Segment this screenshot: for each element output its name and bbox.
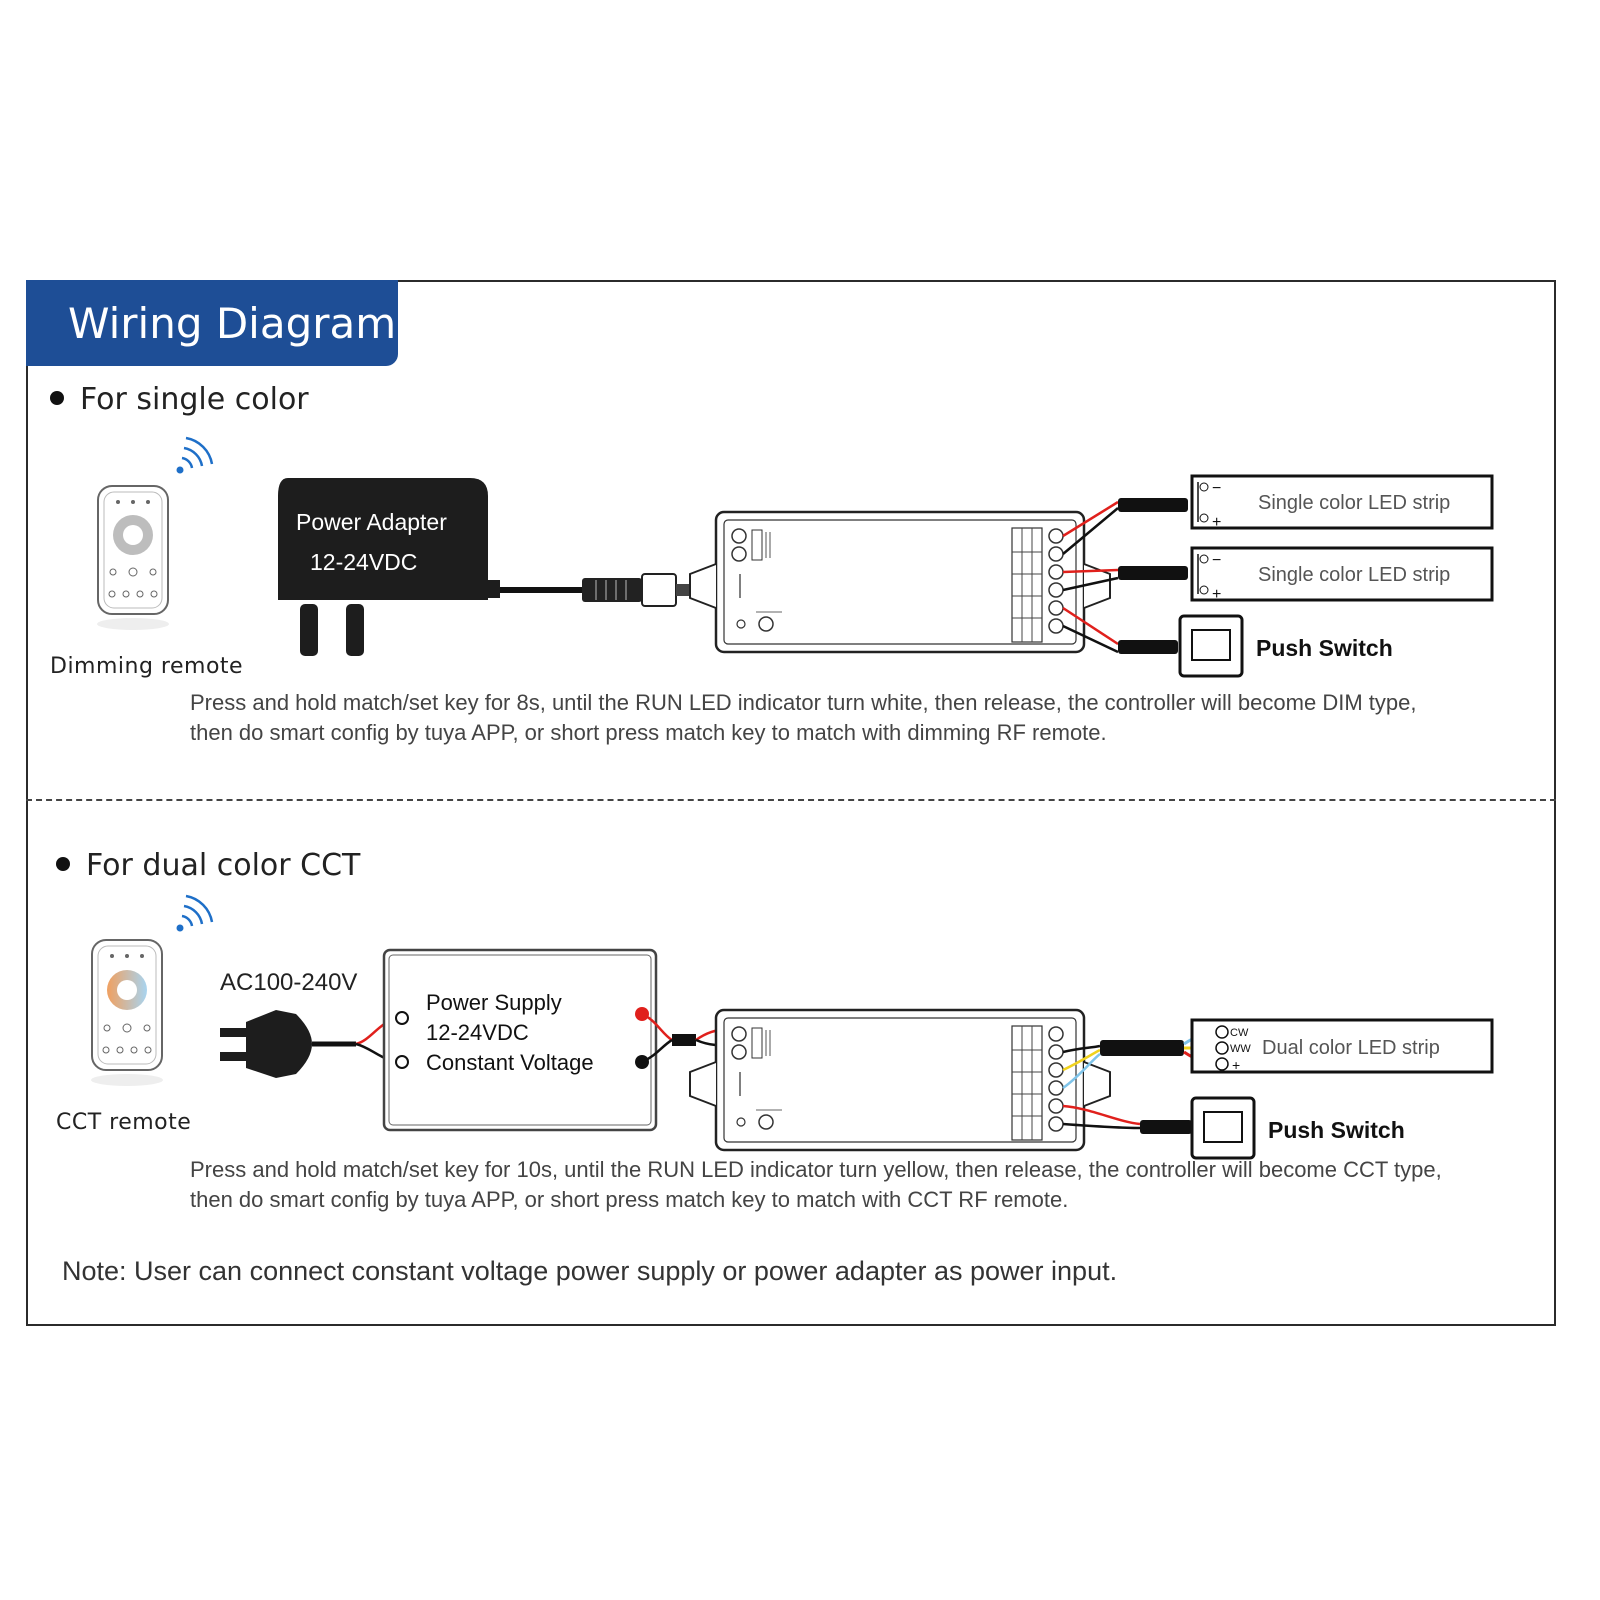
adapter-label-1: Power Adapter xyxy=(296,509,447,535)
svg-text:+: + xyxy=(1212,586,1221,603)
adapter-label-2: 12-24VDC xyxy=(310,549,417,575)
cct-desc-line-1: Press and hold match/set key for 10s, un… xyxy=(190,1157,1442,1182)
dimming-remote-label: Dimming remote xyxy=(50,654,244,679)
dc-cable xyxy=(500,573,694,607)
wifi-signal-icon xyxy=(175,894,214,933)
single-heading-text: For single color xyxy=(80,382,309,417)
psu-label-1: Power Supply xyxy=(426,990,562,1015)
power-adapter: Power Adapter 12-24VDC xyxy=(278,478,500,656)
svg-text:+: + xyxy=(1212,514,1221,531)
psu-label-3: Constant Voltage xyxy=(426,1050,594,1075)
remote-control-icon xyxy=(97,485,169,630)
single-desc-line-1: Press and hold match/set key for 8s, unt… xyxy=(190,690,1417,715)
single-wires xyxy=(1062,498,1188,654)
cct-heading-text: For dual color CCT xyxy=(86,848,361,883)
section-divider xyxy=(26,799,1556,801)
cct-desc-line-2: then do smart config by tuya APP, or sho… xyxy=(190,1187,1069,1212)
svg-text:−: − xyxy=(1212,480,1221,497)
title-text: Wiring Diagram xyxy=(68,298,397,348)
cct-description: Press and hold match/set key for 10s, un… xyxy=(190,1155,1442,1215)
svg-text:−: − xyxy=(1212,552,1221,569)
strip-label-1: Single color LED strip xyxy=(1258,492,1450,514)
push-switch-icon: Push Switch xyxy=(1190,1096,1405,1160)
remote-control-icon xyxy=(91,939,163,1086)
led-strip-icon: − + Single color LED strip xyxy=(1190,474,1494,531)
switch-label-2: Push Switch xyxy=(1268,1117,1405,1143)
strip-label-2: Single color LED strip xyxy=(1258,564,1450,586)
strip-label-cct: Dual color LED strip xyxy=(1262,1037,1440,1059)
strip-ww-label: WW xyxy=(1230,1043,1251,1055)
cct-remote-label: CCT remote xyxy=(56,1110,192,1135)
single-desc-line-2: then do smart config by tuya APP, or sho… xyxy=(190,720,1107,745)
power-supply: Power Supply 12-24VDC Constant Voltage xyxy=(382,948,658,1132)
cct-heading: For dual color CCT xyxy=(56,848,360,883)
push-switch-icon: Push Switch xyxy=(1178,614,1393,678)
bullet-icon xyxy=(50,390,64,405)
bullet-icon xyxy=(56,856,70,871)
switch-label-1: Push Switch xyxy=(1256,635,1393,661)
led-strip-icon: − + Single color LED strip xyxy=(1190,546,1494,603)
strip-cw-label: CW xyxy=(1230,1027,1249,1039)
diagram-title: Wiring Diagram xyxy=(26,280,398,366)
single-color-heading: For single color xyxy=(50,382,309,417)
ac-voltage-label: AC100-240V xyxy=(220,969,357,996)
note-text: Note: User can connect constant voltage … xyxy=(62,1256,1118,1286)
diagram-frame xyxy=(26,280,1556,1326)
controller-icon xyxy=(688,1008,1112,1152)
plug-icon xyxy=(220,1010,356,1078)
wifi-signal-icon xyxy=(175,436,214,475)
svg-text:+: + xyxy=(1232,1057,1240,1073)
single-description: Press and hold match/set key for 8s, unt… xyxy=(190,688,1416,748)
led-strip-icon: CW WW + Dual color LED strip xyxy=(1190,1018,1494,1074)
controller-icon xyxy=(688,510,1112,654)
psu-label-2: 12-24VDC xyxy=(426,1020,529,1045)
